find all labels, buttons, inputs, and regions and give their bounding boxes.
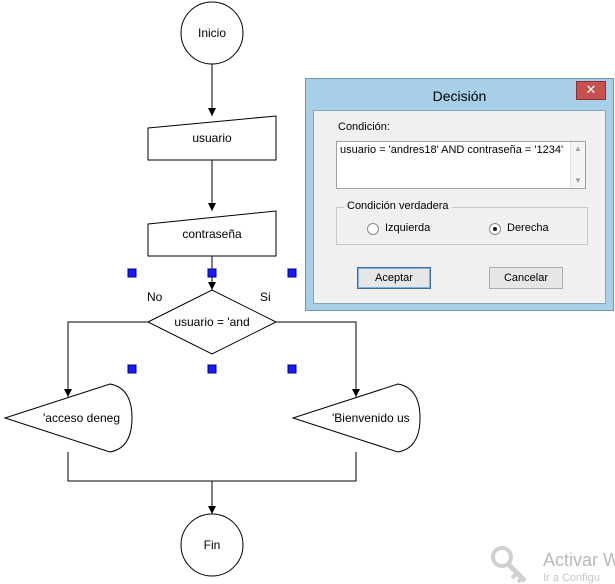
selection-handle[interactable] [207, 364, 217, 374]
true-condition-group-label: Condición verdadera [344, 200, 452, 212]
branch-yes-label: Si [260, 290, 271, 304]
end-node[interactable]: Fin [180, 513, 244, 577]
activation-watermark: Activar W Ir a Configu [487, 541, 615, 584]
input-label-usuario: usuario [192, 131, 232, 145]
selection-handle[interactable] [287, 364, 297, 374]
scroll-down-icon[interactable]: ▼ [574, 176, 582, 185]
selection-handle[interactable] [127, 364, 137, 374]
close-button[interactable]: ✕ [576, 81, 606, 100]
condition-label: Condición: [338, 121, 390, 133]
key-icon [491, 546, 527, 584]
connector-line [64, 321, 148, 397]
output-left-label: 'acceso deneg [43, 411, 120, 425]
accept-button[interactable]: Aceptar [357, 267, 431, 289]
watermark-subtitle: Ir a Configu [543, 572, 600, 584]
decision-node[interactable]: usuario = 'and [146, 289, 278, 355]
end-label: Fin [204, 538, 221, 552]
output-node-left[interactable]: 'acceso deneg [3, 383, 133, 453]
radio-left[interactable] [367, 223, 379, 235]
watermark-title: Activar W [543, 550, 615, 570]
selection-handle[interactable] [127, 268, 137, 278]
radio-selected-dot [493, 227, 497, 231]
input-node-contrasena[interactable]: contraseña [147, 210, 277, 257]
connector-line [67, 452, 357, 482]
condition-value: usuario = 'andres18' AND contraseña = '1… [340, 144, 564, 156]
branch-no-label: No [147, 290, 163, 304]
start-label: Inicio [198, 26, 226, 40]
dialog-body: Condición: usuario = 'andres18' AND cont… [313, 110, 606, 304]
output-node-right[interactable]: 'Bienvenido us [291, 383, 421, 453]
decision-dialog: Decisión ✕ Condición: usuario = 'andres1… [305, 78, 614, 311]
true-condition-group: Condición verdadera Izquierda Derecha [336, 200, 588, 245]
scroll-up-icon[interactable]: ▲ [574, 144, 582, 153]
radio-right-label[interactable]: Derecha [507, 222, 549, 234]
radio-right[interactable] [489, 223, 501, 235]
input-node-usuario[interactable]: usuario [147, 115, 277, 161]
start-node[interactable]: Inicio [180, 1, 244, 65]
input-label-contrasena: contraseña [182, 227, 242, 241]
dialog-title: Decisión [432, 88, 487, 104]
selection-handle[interactable] [287, 268, 297, 278]
connector-line [276, 321, 360, 397]
condition-textarea[interactable]: usuario = 'andres18' AND contraseña = '1… [336, 141, 586, 189]
radio-left-label[interactable]: Izquierda [385, 222, 431, 234]
output-right-label: 'Bienvenido us [332, 411, 410, 425]
cancel-button[interactable]: Cancelar [489, 267, 563, 289]
selection-handle[interactable] [207, 268, 217, 278]
textarea-scrollbar[interactable]: ▲ ▼ [570, 142, 585, 188]
decision-label: usuario = 'and [174, 315, 249, 329]
